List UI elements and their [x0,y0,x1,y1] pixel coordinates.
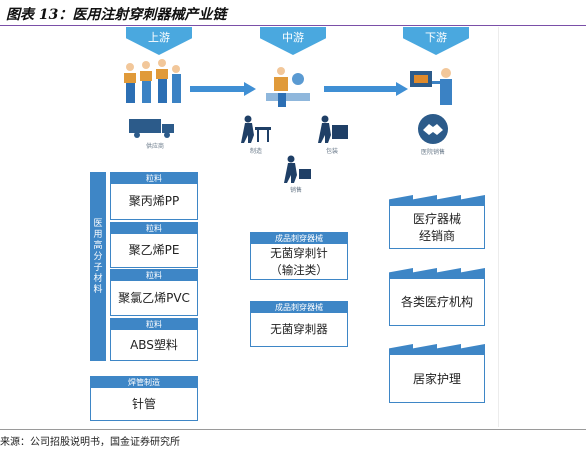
customer-line1: 居家护理 [412,372,461,386]
material-header: 粒料 [111,270,197,281]
needle-header: 焊管制造 [91,377,197,388]
product-line1: 无菌穿刺器 [270,322,328,336]
diagram-panel: 上游 中游 下游 [76,27,499,427]
material-box-pvc: 粒料 聚氯乙烯PVC [110,269,198,316]
bottom-rule [0,429,586,430]
arrow-shaft [324,86,398,92]
sales-icon [284,155,311,183]
factory-icon [266,67,310,107]
material-header: 粒料 [111,319,197,330]
packaging-caption: 包装 [325,148,338,155]
source-note: 来源：公司招股说明书，国金证券研究所 [0,437,180,448]
needle-tube-box: 焊管制造 针管 [90,376,198,421]
material-name: 聚乙烯PE [128,243,180,257]
product-line1: 无菌穿刺针 [270,246,328,260]
arrow-head [396,82,408,96]
product-header: 成品刺穿器械 [251,302,347,313]
material-name: ABS塑料 [130,338,178,352]
manufacture-icon [241,115,271,143]
needle-name: 针管 [131,397,156,411]
supplier-caption: 供应商 [145,143,164,150]
materials-side-bar [90,172,106,361]
sawtooth-roof [389,344,485,355]
material-header: 粒料 [111,173,197,184]
product-line2: （输注类） [270,263,328,277]
flow-arrow-right [324,82,408,96]
sawtooth-roof [389,268,485,279]
hospital-caption: 医院销售 [420,149,445,156]
title-rule [0,25,586,26]
product-box-puncture: 成品刺穿器械 无菌穿刺器 [250,301,348,347]
workers-icon [124,59,181,103]
handshake-icon [418,114,448,144]
stage-midstream: 中游 [260,27,326,55]
product-box-needle: 成品刺穿器械 无菌穿刺针 （输注类） [250,232,348,280]
material-name: 聚丙烯PP [128,194,180,208]
stage-downstream: 下游 [403,27,469,55]
material-header: 粒料 [111,223,197,234]
customer-line2: 经销商 [418,229,455,243]
stage-midstream-label: 中游 [282,31,304,44]
figure-title: 图表 13：医用注射穿刺器械产业链 [6,7,227,23]
stage-upstream-label: 上游 [148,31,170,44]
arrow-head [244,82,256,96]
flow-arrow-right [190,82,256,96]
stage-upstream: 上游 [126,27,192,55]
customer-line1: 医疗器械 [412,212,461,226]
customer-box-distributor: 医疗器械 经销商 [389,195,485,249]
customer-line1: 各类医疗机构 [400,295,473,309]
customer-box-institutions: 各类医疗机构 [389,268,485,326]
stage-downstream-label: 下游 [425,31,447,44]
sawtooth-roof [389,195,485,206]
material-name: 聚氯乙烯PVC [118,291,190,305]
truck-icon [129,119,174,138]
material-box-pp: 粒料 聚丙烯PP [110,172,198,220]
sales-caption: 销售 [289,187,302,194]
product-header: 成品刺穿器械 [251,233,347,244]
material-box-abs: 粒料 ABS塑料 [110,318,198,361]
manufacture-caption: 制造 [249,148,262,155]
customer-box-homecare: 居家护理 [389,344,485,403]
material-box-pe: 粒料 聚乙烯PE [110,222,198,268]
presentation-icon [410,68,452,105]
packaging-icon [318,115,348,143]
materials-side-label: 医用高分子材料 [93,219,103,295]
arrow-shaft [190,86,246,92]
